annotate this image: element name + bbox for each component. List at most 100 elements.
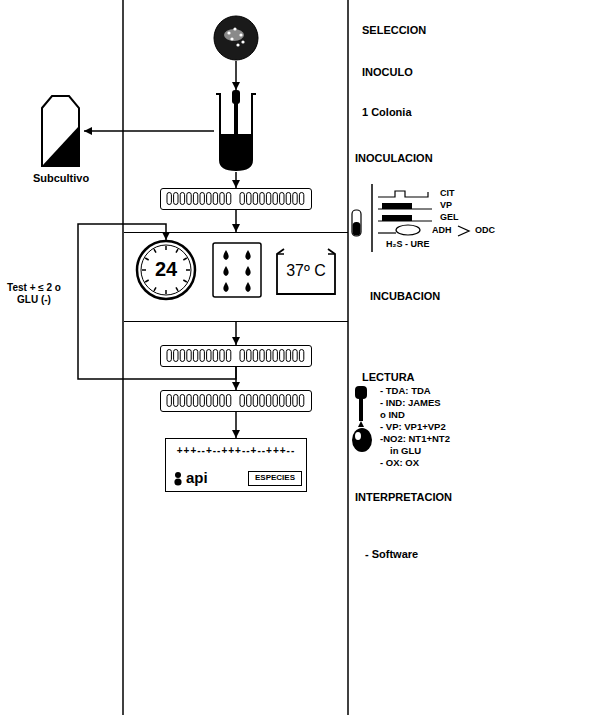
clock-tick [176, 249, 178, 252]
strip-well [187, 193, 191, 205]
water-drop [245, 282, 250, 292]
clock-tick [154, 249, 156, 252]
strip-well [200, 350, 204, 362]
colony-dot [236, 43, 239, 46]
clock-tick [183, 258, 186, 260]
api-strip-outline [161, 189, 313, 211]
clock-face [141, 245, 191, 295]
strip-well [299, 395, 303, 407]
clock-tick [142, 269, 146, 271]
strip-well [193, 395, 197, 407]
strip-well [207, 395, 211, 407]
result-profile-box-text-0: +++--+--+++--+--+++-- [177, 445, 296, 457]
strip-well [220, 395, 224, 407]
strip-well [266, 193, 270, 205]
colony-dot [241, 40, 244, 43]
incubation-band: 2437º C [124, 232, 348, 322]
colony-dot [227, 31, 230, 34]
reagent-label: - OX: OX [380, 458, 419, 469]
strip-well [213, 193, 217, 205]
strip-well [174, 350, 178, 362]
strip-well [266, 395, 270, 407]
drop-highlight [355, 432, 361, 440]
strip-well [187, 395, 191, 407]
reagent-label: in GLU [390, 446, 421, 457]
test-label: CIT [440, 188, 455, 198]
strip-well [207, 350, 211, 362]
cupule-cit [378, 191, 428, 197]
strip-well [167, 395, 171, 407]
species-box-text-0: ESPECIES [255, 473, 295, 482]
clock-tick [154, 287, 156, 290]
water-drop [245, 250, 250, 260]
cupule-line [378, 221, 432, 222]
step-label: INOCULACION [355, 152, 433, 165]
drop-icon [352, 428, 372, 452]
strip-well [299, 193, 303, 205]
note-label: - Software [365, 548, 418, 561]
strip-well [240, 193, 244, 205]
api-strip-outline [161, 391, 313, 413]
colony-dot [239, 33, 242, 36]
strip-well [226, 395, 230, 407]
humidity-box-outline [212, 242, 262, 298]
strip-well [220, 350, 224, 362]
strip-well [187, 350, 191, 362]
test-label: ODC [475, 225, 495, 235]
strip-well [286, 350, 290, 362]
strip-well [180, 395, 184, 407]
strip-well [260, 395, 264, 407]
clock-tick [145, 258, 148, 260]
loop-condition: Test + ≤ 2 o GLU (-) [6, 282, 62, 305]
humidity-box-outline [213, 243, 261, 297]
step-label: INCUBACION [370, 290, 440, 303]
strip-well [293, 395, 297, 407]
reagent-label: - VP: VP1+VP2 [380, 422, 446, 433]
clock-tick [165, 246, 167, 250]
slant-tube [42, 96, 79, 166]
dropper-bulb [355, 386, 367, 399]
strip-well [273, 193, 277, 205]
strip-well [266, 350, 270, 362]
petri-dish [213, 15, 259, 61]
strip-well [286, 193, 290, 205]
flow-arrow [235, 210, 237, 232]
bracket-line [371, 184, 373, 252]
clock-tick [176, 287, 178, 290]
slant-agar [42, 126, 79, 166]
strip-well [280, 193, 284, 205]
clock-tick [145, 280, 148, 282]
cupule-line [378, 209, 432, 210]
species-box: ESPECIES [248, 471, 302, 486]
test-label: ADH [432, 225, 452, 235]
test-label: H₂S - URE [386, 239, 430, 249]
result-profile-box: +++--+--+++--+--+++--apiESPECIES [165, 438, 307, 492]
water-drop [223, 250, 228, 260]
flow-arrow [235, 322, 237, 345]
incubator-outline [277, 249, 335, 294]
strip-well [180, 350, 184, 362]
clock-tick [183, 280, 186, 282]
strip-well [167, 350, 171, 362]
petri-dish-outline [213, 15, 259, 61]
flow-arrow [235, 412, 237, 438]
strip-well [280, 350, 284, 362]
strip-well [293, 193, 297, 205]
api-strip [160, 188, 312, 210]
strip-well [207, 193, 211, 205]
strip-well [193, 350, 197, 362]
humidity-box [212, 242, 262, 298]
dropper-tip [358, 421, 364, 427]
water-drop [245, 266, 250, 276]
cupule-gel [382, 215, 412, 221]
strip-well [240, 350, 244, 362]
strip-well [213, 350, 217, 362]
strip-well [193, 193, 197, 205]
api-logo [174, 478, 181, 485]
step-label: SELECCION [362, 24, 426, 37]
incubator-temp: 37º C [274, 247, 338, 297]
strip-well [220, 193, 224, 205]
inoculum-tube-outline [214, 90, 258, 172]
note-label: 1 Colonia [362, 106, 412, 119]
